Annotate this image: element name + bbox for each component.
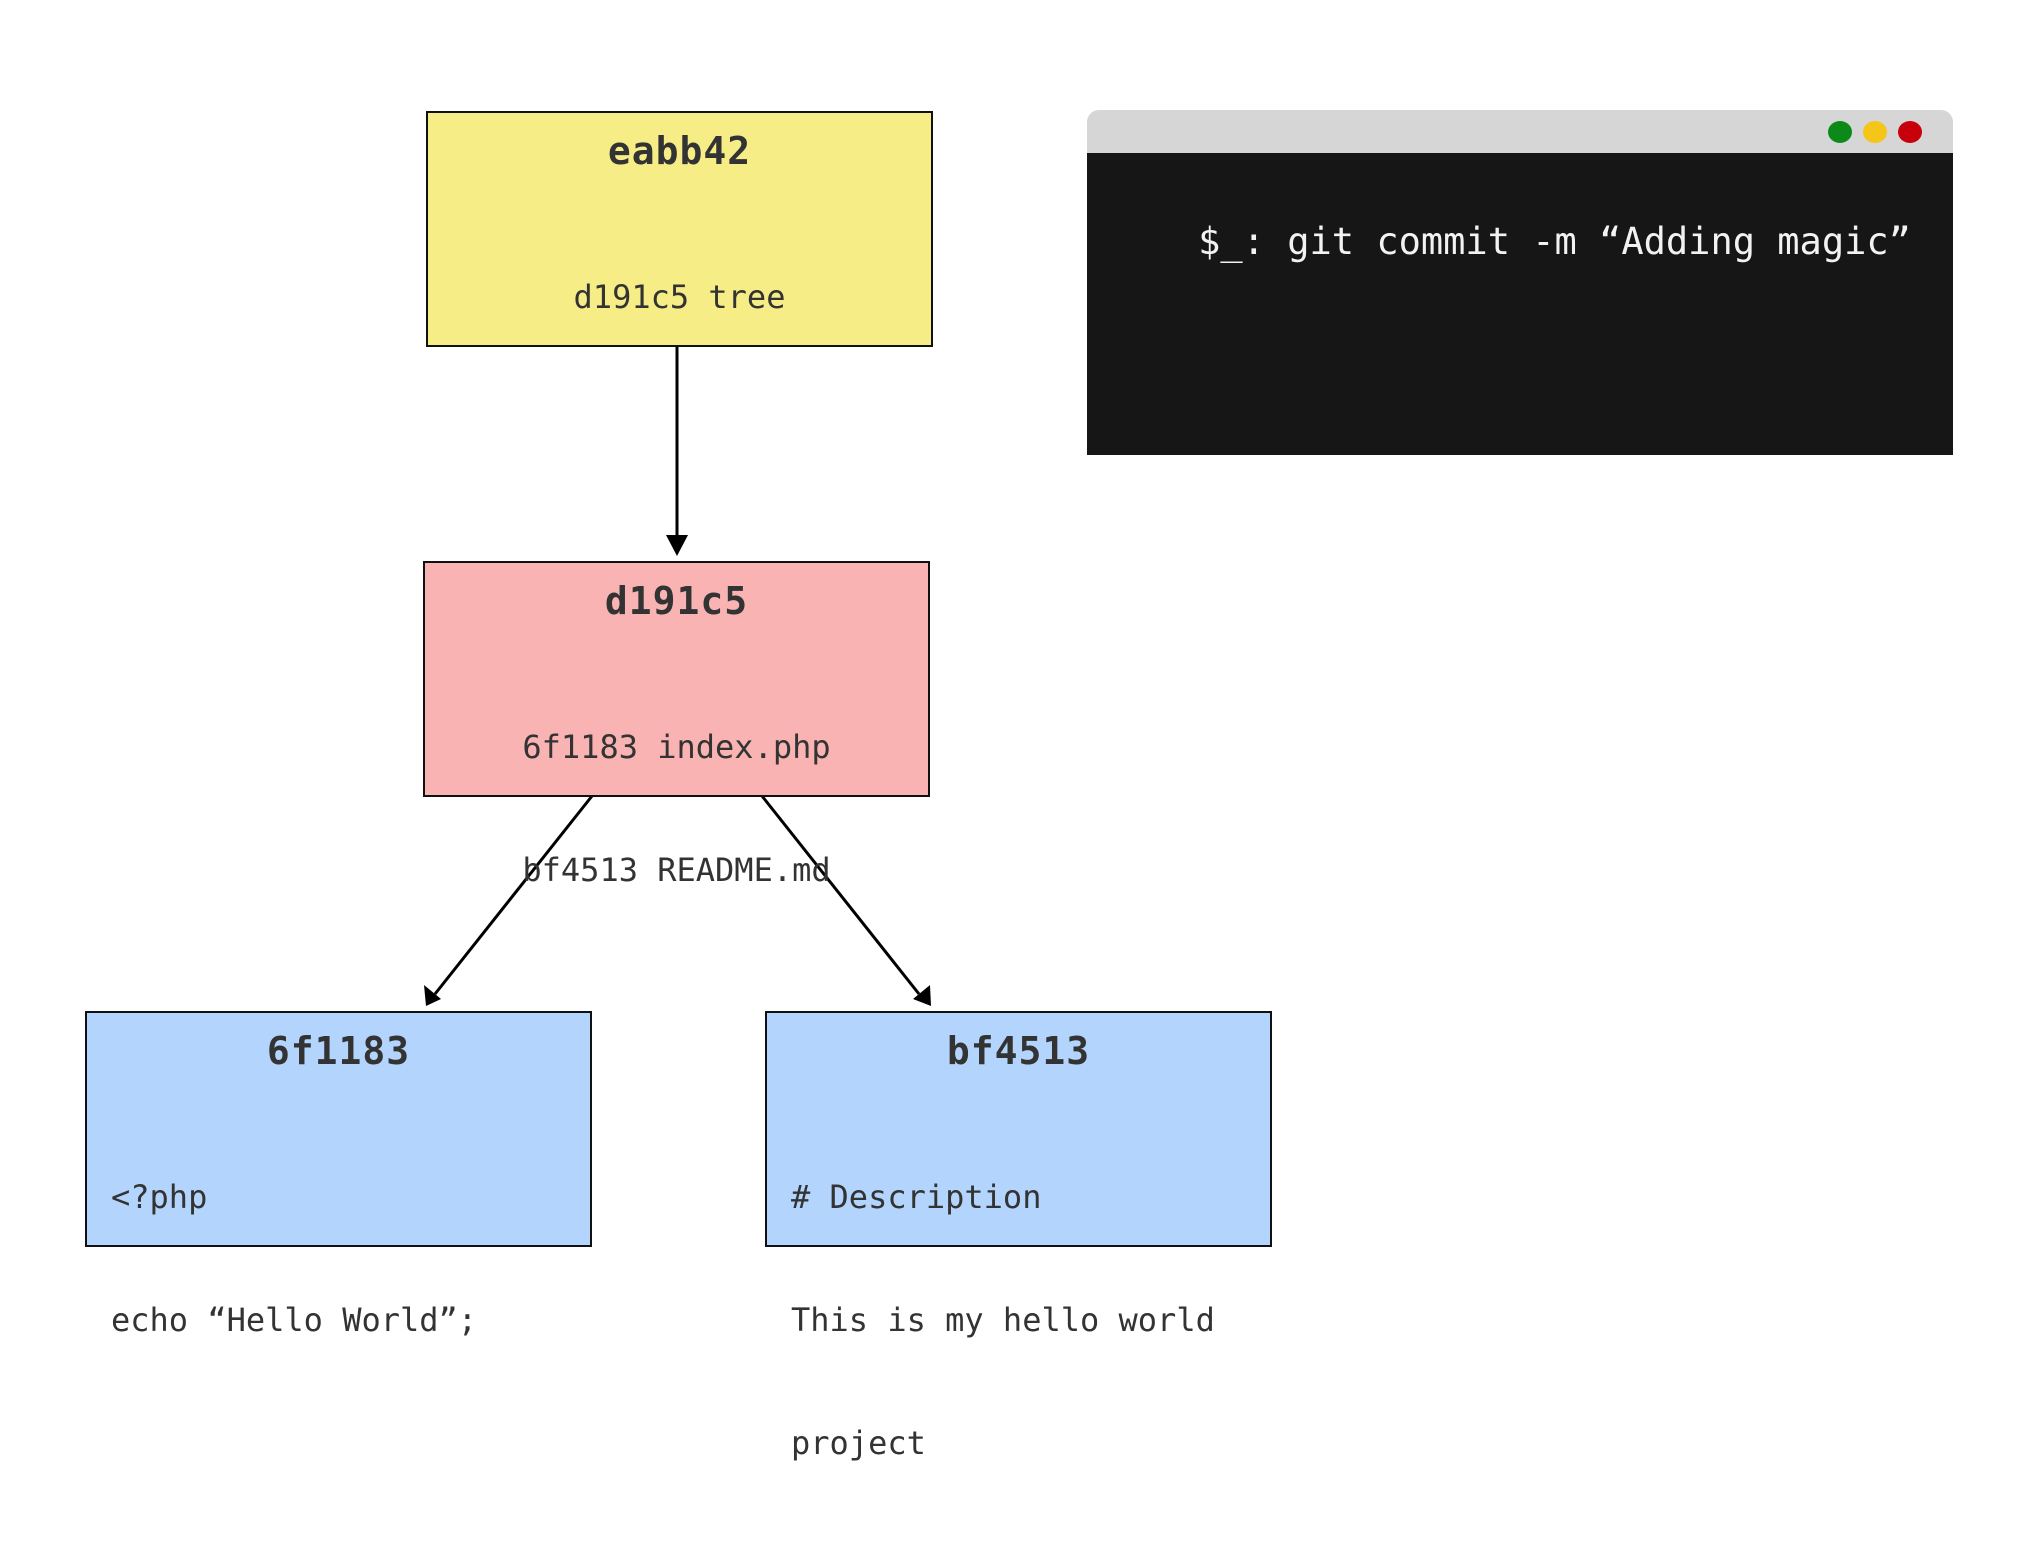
terminal-command: $_: git commit -m “Adding magic”: [1198, 220, 1911, 263]
index-blob-line-2: echo “Hello World”;: [111, 1301, 478, 1339]
edge-tree-to-readme-blob: [760, 795, 921, 995]
index-blob-line-1: <?php: [111, 1178, 208, 1216]
readme-blob-line-2: This is my hello world: [791, 1301, 1215, 1339]
commit-hash: eabb42: [607, 129, 752, 173]
commit-contents: d191c5 tree: [428, 195, 931, 400]
terminal-window: $_: git commit -m “Adding magic”: [1087, 110, 1953, 455]
arrowhead-tree-to-readme-blob: [913, 985, 931, 1006]
commit-tree-ref: d191c5 tree: [573, 278, 786, 316]
readme-blob-line-1: # Description: [791, 1178, 1042, 1216]
index-blob-contents: <?php echo “Hello World”;: [87, 1095, 590, 1423]
yellow-dot-icon[interactable]: [1863, 121, 1887, 143]
readme-blob-hash: bf4513: [946, 1029, 1091, 1073]
terminal-body[interactable]: $_: git commit -m “Adding magic”: [1087, 153, 1953, 455]
tree-entry-readme: bf4513 README.md: [522, 851, 831, 889]
readme-blob-contents: # Description This is my hello world pro…: [767, 1095, 1270, 1546]
tree-entries: 6f1183 index.php bf4513 README.md: [425, 645, 928, 973]
tree-object-node: d191c5 6f1183 index.php bf4513 README.md: [423, 561, 930, 889]
tree-hash: d191c5: [604, 579, 749, 623]
commit-object-node: eabb42 d191c5 tree: [426, 111, 933, 347]
arrowhead-tree-to-index-blob: [424, 985, 441, 1006]
index-blob-hash: 6f1183: [266, 1029, 411, 1073]
index-blob-node: 6f1183 <?php echo “Hello World”;: [85, 1011, 592, 1339]
red-dot-icon[interactable]: [1898, 121, 1922, 143]
green-dot-icon[interactable]: [1828, 121, 1852, 143]
readme-blob-line-3: project: [791, 1424, 926, 1462]
terminal-titlebar: [1087, 110, 1953, 153]
arrowhead-commit-to-tree: [666, 535, 688, 556]
diagram-edges: [424, 347, 931, 1006]
tree-entry-index: 6f1183 index.php: [522, 728, 831, 766]
edge-tree-to-index-blob: [433, 795, 594, 995]
readme-blob-node: bf4513 # Description This is my hello wo…: [765, 1011, 1272, 1462]
